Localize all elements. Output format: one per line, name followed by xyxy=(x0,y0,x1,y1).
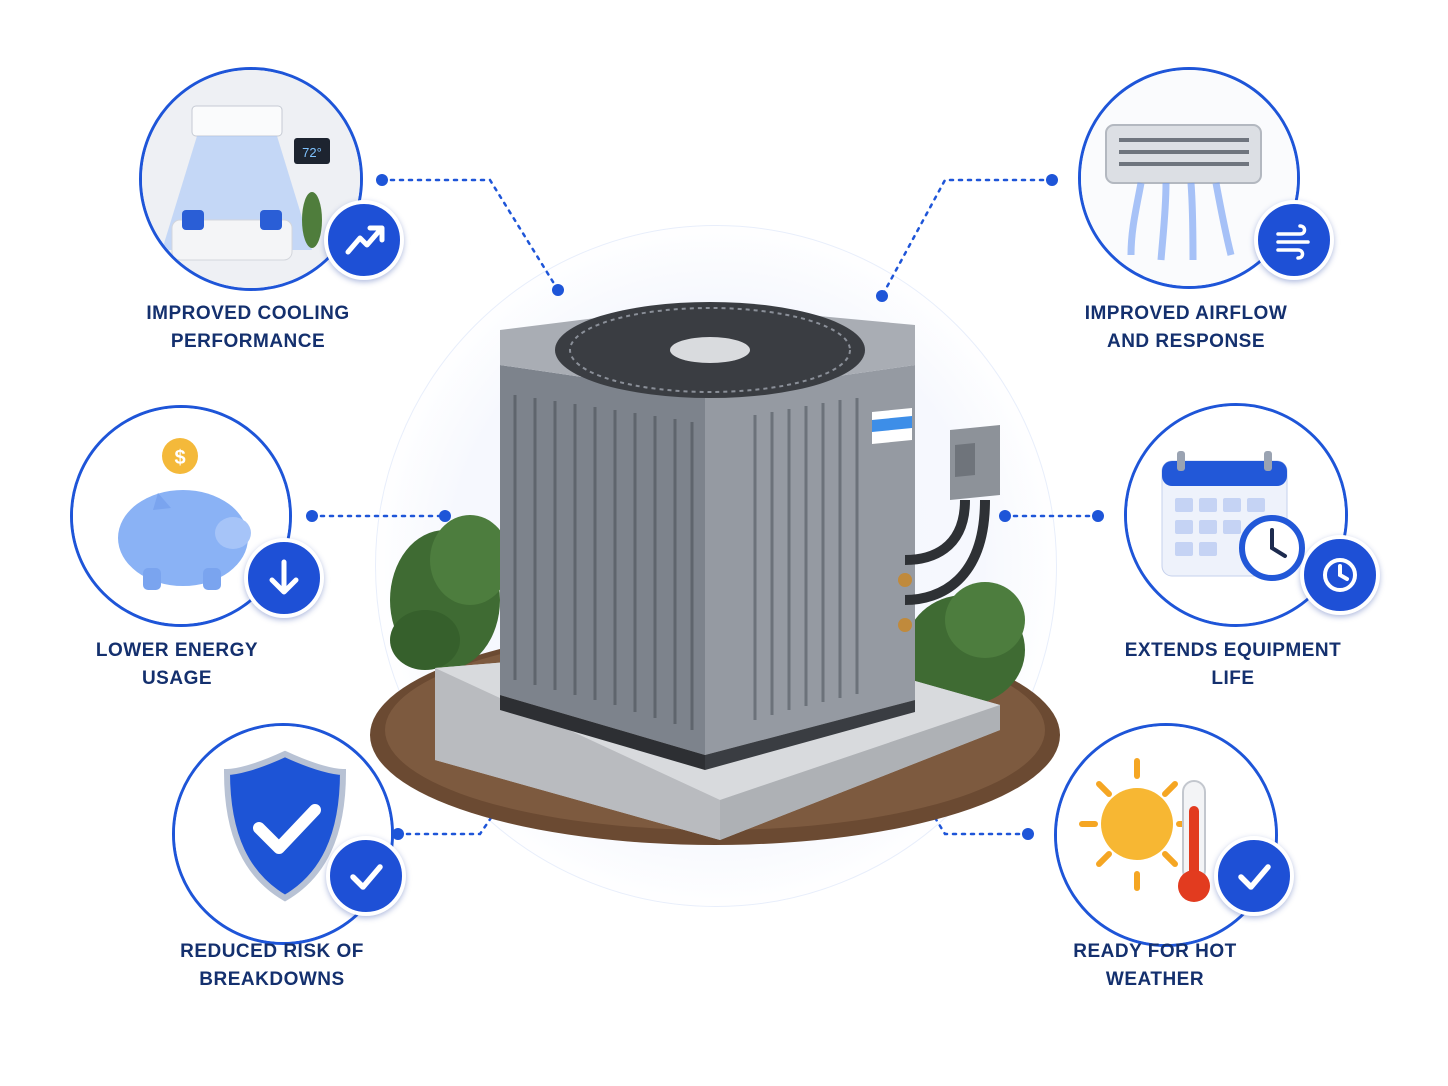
shrub-left xyxy=(390,515,510,670)
connector-airflow xyxy=(880,178,1054,298)
unit-side xyxy=(705,365,915,755)
living-room-illustration: 72° xyxy=(142,70,360,288)
connector-cooling xyxy=(380,178,560,292)
svg-text:$: $ xyxy=(174,447,185,469)
energy-feature-circle: $ xyxy=(70,405,292,627)
checkmark-icon xyxy=(1214,836,1294,916)
wind-icon xyxy=(1254,200,1334,280)
sun-icon xyxy=(1079,758,1195,891)
checkmark-icon xyxy=(326,836,406,916)
trend-up-icon xyxy=(324,200,404,280)
shrub-right xyxy=(905,582,1025,705)
arrow-down-icon xyxy=(244,538,324,618)
blue-label xyxy=(872,416,912,432)
fan-cap xyxy=(670,337,750,363)
svg-text:72°: 72° xyxy=(302,145,322,160)
clock-icon xyxy=(1300,535,1380,615)
